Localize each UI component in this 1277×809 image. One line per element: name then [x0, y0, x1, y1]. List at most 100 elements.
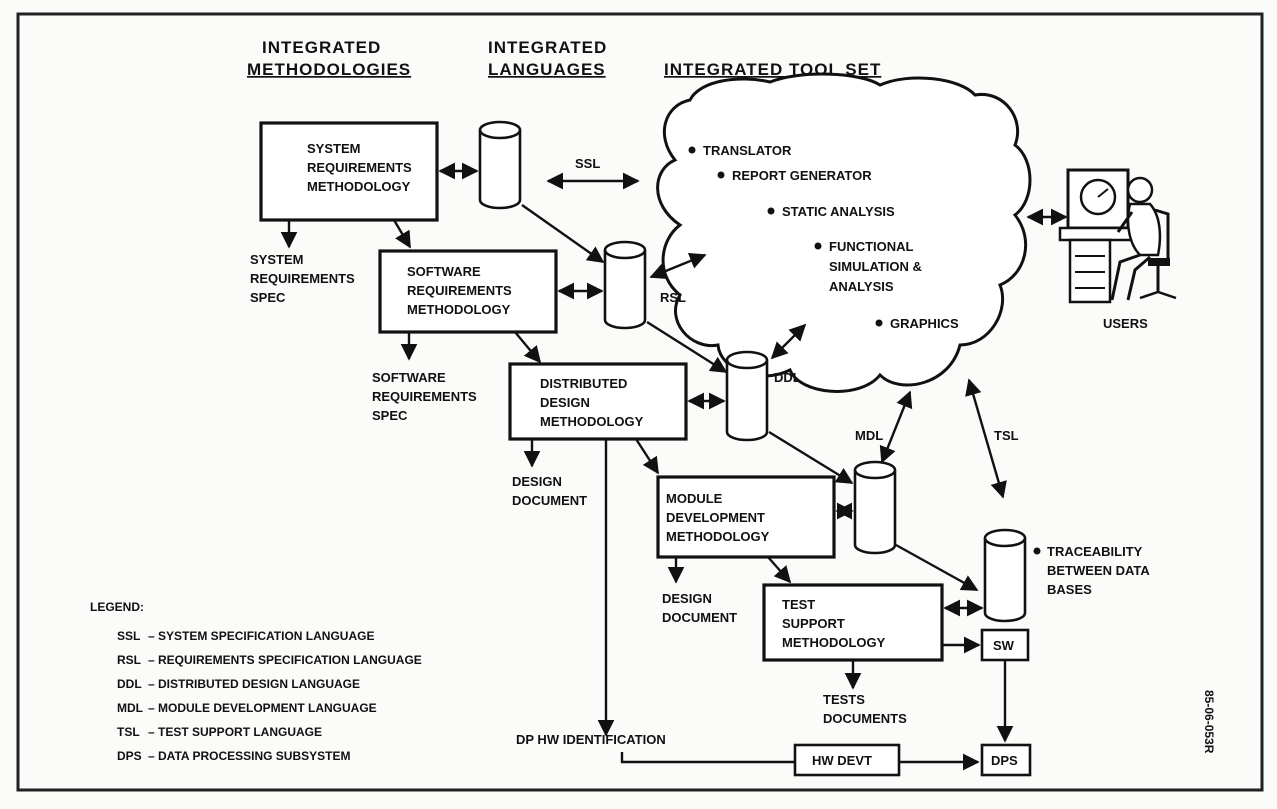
svg-text:– TEST SUPPORT LANGUAGE: – TEST SUPPORT LANGUAGE [148, 725, 322, 739]
svg-text:BASES: BASES [1047, 582, 1092, 597]
tool-functional: FUNCTIONAL [829, 239, 914, 254]
svg-text:– DISTRIBUTED DESIGN LANGUAGE: – DISTRIBUTED DESIGN LANGUAGE [148, 677, 360, 691]
svg-text:SIMULATION &: SIMULATION & [829, 259, 922, 274]
svg-text:– MODULE DEVELOPMENT LANGUAGE: – MODULE DEVELOPMENT LANGUAGE [148, 701, 377, 715]
legend-item: DDL – DISTRIBUTED DESIGN LANGUAGE [117, 677, 360, 691]
svg-text:– DATA PROCESSING SUBSYSTEM: – DATA PROCESSING SUBSYSTEM [148, 749, 350, 763]
svg-text:TRACEABILITY: TRACEABILITY [1047, 544, 1143, 559]
svg-text:DESIGN: DESIGN [662, 591, 712, 606]
tool-static-analysis: STATIC ANALYSIS [782, 204, 895, 219]
users-label: USERS [1103, 316, 1148, 331]
svg-text:SUPPORT: SUPPORT [782, 616, 845, 631]
label-rsl: RSL [660, 290, 686, 305]
box-sw: SW [980, 628, 1030, 662]
svg-text:HW DEVT: HW DEVT [812, 753, 872, 768]
svg-text:DDL: DDL [117, 677, 142, 691]
svg-text:TEST: TEST [782, 597, 815, 612]
svg-text:SSL: SSL [117, 629, 140, 643]
svg-text:DOCUMENT: DOCUMENT [512, 493, 587, 508]
output-tests-documents: TESTS DOCUMENTS [823, 692, 907, 726]
box-system-requirements: SYSTEM REQUIREMENTS METHODOLOGY [259, 121, 439, 222]
svg-text:– REQUIREMENTS SPECIFICATION L: – REQUIREMENTS SPECIFICATION LANGUAGE [148, 653, 422, 667]
svg-text:SPEC: SPEC [250, 290, 286, 305]
traceability-note: TRACEABILITY BETWEEN DATA BASES [1033, 544, 1150, 597]
svg-text:DESIGN: DESIGN [540, 395, 590, 410]
box-distributed-design: DISTRIBUTED DESIGN METHODOLOGY [508, 362, 688, 441]
svg-text:REQUIREMENTS: REQUIREMENTS [250, 271, 355, 286]
box-dps: DPS [980, 743, 1032, 777]
legend: LEGEND: SSL – SYSTEM SPECIFICATION LANGU… [90, 600, 422, 763]
svg-text:METHODOLOGY: METHODOLOGY [782, 635, 886, 650]
svg-text:SYSTEM: SYSTEM [250, 252, 303, 267]
database-5 [983, 528, 1027, 623]
svg-text:METHODOLOGY: METHODOLOGY [407, 302, 511, 317]
legend-item: SSL – SYSTEM SPECIFICATION LANGUAGE [117, 629, 374, 643]
svg-text:DOCUMENTS: DOCUMENTS [823, 711, 907, 726]
connectors [280, 162, 1068, 771]
svg-text:DESIGN: DESIGN [512, 474, 562, 489]
svg-text:– SYSTEM SPECIFICATION LANGUAG: – SYSTEM SPECIFICATION LANGUAGE [148, 629, 374, 643]
svg-text:METHODOLOGY: METHODOLOGY [540, 414, 644, 429]
tool-graphics: GRAPHICS [890, 316, 959, 331]
svg-text:INTEGRATED: INTEGRATED [488, 38, 607, 57]
svg-text:RSL: RSL [117, 653, 141, 667]
legend-item: TSL – TEST SUPPORT LANGUAGE [117, 725, 322, 739]
output-dp-hw-identification: DP HW IDENTIFICATION [516, 732, 666, 747]
figure-frame [16, 12, 1264, 792]
svg-text:TESTS: TESTS [823, 692, 865, 707]
svg-text:REQUIREMENTS: REQUIREMENTS [372, 389, 477, 404]
svg-text:TSL: TSL [117, 725, 140, 739]
svg-text:SYSTEM: SYSTEM [307, 141, 360, 156]
svg-text:MDL: MDL [117, 701, 143, 715]
legend-item: MDL – MODULE DEVELOPMENT LANGUAGE [117, 701, 377, 715]
svg-text:MODULE: MODULE [666, 491, 723, 506]
box-module-development: MODULE DEVELOPMENT METHODOLOGY [656, 475, 836, 559]
database-3 [725, 350, 769, 442]
svg-text:SOFTWARE: SOFTWARE [372, 370, 446, 385]
svg-text:REQUIREMENTS: REQUIREMENTS [407, 283, 512, 298]
output-software-spec: SOFTWARE REQUIREMENTS SPEC [372, 370, 477, 423]
svg-text:DOCUMENT: DOCUMENT [662, 610, 737, 625]
output-system-spec: SYSTEM REQUIREMENTS SPEC [250, 252, 355, 305]
svg-text:DEVELOPMENT: DEVELOPMENT [666, 510, 765, 525]
tool-report-generator: REPORT GENERATOR [732, 168, 872, 183]
output-design-document-1: DESIGN DOCUMENT [512, 474, 587, 508]
heading-languages: INTEGRATED LANGUAGES [488, 38, 607, 79]
svg-text:ANALYSIS: ANALYSIS [829, 279, 894, 294]
legend-item: RSL – REQUIREMENTS SPECIFICATION LANGUAG… [117, 653, 422, 667]
user-workstation-illustration [1058, 168, 1177, 304]
svg-text:INTEGRATED: INTEGRATED [262, 38, 381, 57]
label-tsl: TSL [994, 428, 1019, 443]
svg-text:DISTRIBUTED: DISTRIBUTED [540, 376, 627, 391]
tool-translator: TRANSLATOR [703, 143, 792, 158]
heading-methodologies: INTEGRATED METHODOLOGIES [247, 38, 411, 79]
svg-text:METHODOLOGY: METHODOLOGY [666, 529, 770, 544]
svg-text:DPS: DPS [991, 753, 1018, 768]
box-software-requirements: SOFTWARE REQUIREMENTS METHODOLOGY [378, 249, 558, 334]
database-1 [478, 120, 522, 210]
svg-text:BETWEEN DATA: BETWEEN DATA [1047, 563, 1150, 578]
figure-code: 85-06-053R [1202, 690, 1216, 754]
svg-text:LANGUAGES: LANGUAGES [488, 60, 606, 79]
svg-text:SPEC: SPEC [372, 408, 408, 423]
svg-text:SOFTWARE: SOFTWARE [407, 264, 481, 279]
database-2 [603, 240, 647, 330]
svg-text:SW: SW [993, 638, 1015, 653]
svg-text:REQUIREMENTS: REQUIREMENTS [307, 160, 412, 175]
label-mdl: MDL [855, 428, 883, 443]
svg-text:DPS: DPS [117, 749, 142, 763]
tool-cloud [656, 72, 1032, 393]
legend-item: DPS – DATA PROCESSING SUBSYSTEM [117, 749, 350, 763]
tool-list: TRANSLATOR REPORT GENERATOR STATIC ANALY… [688, 143, 959, 331]
box-test-support: TEST SUPPORT METHODOLOGY [762, 583, 944, 662]
box-hw-devt: HW DEVT [793, 743, 901, 777]
label-ddl: DDL [774, 370, 801, 385]
svg-text:METHODOLOGIES: METHODOLOGIES [247, 60, 411, 79]
database-4 [853, 460, 897, 555]
svg-text:METHODOLOGY: METHODOLOGY [307, 179, 411, 194]
output-design-document-2: DESIGN DOCUMENT [662, 591, 737, 625]
legend-title: LEGEND: [90, 600, 144, 614]
label-ssl: SSL [575, 156, 600, 171]
